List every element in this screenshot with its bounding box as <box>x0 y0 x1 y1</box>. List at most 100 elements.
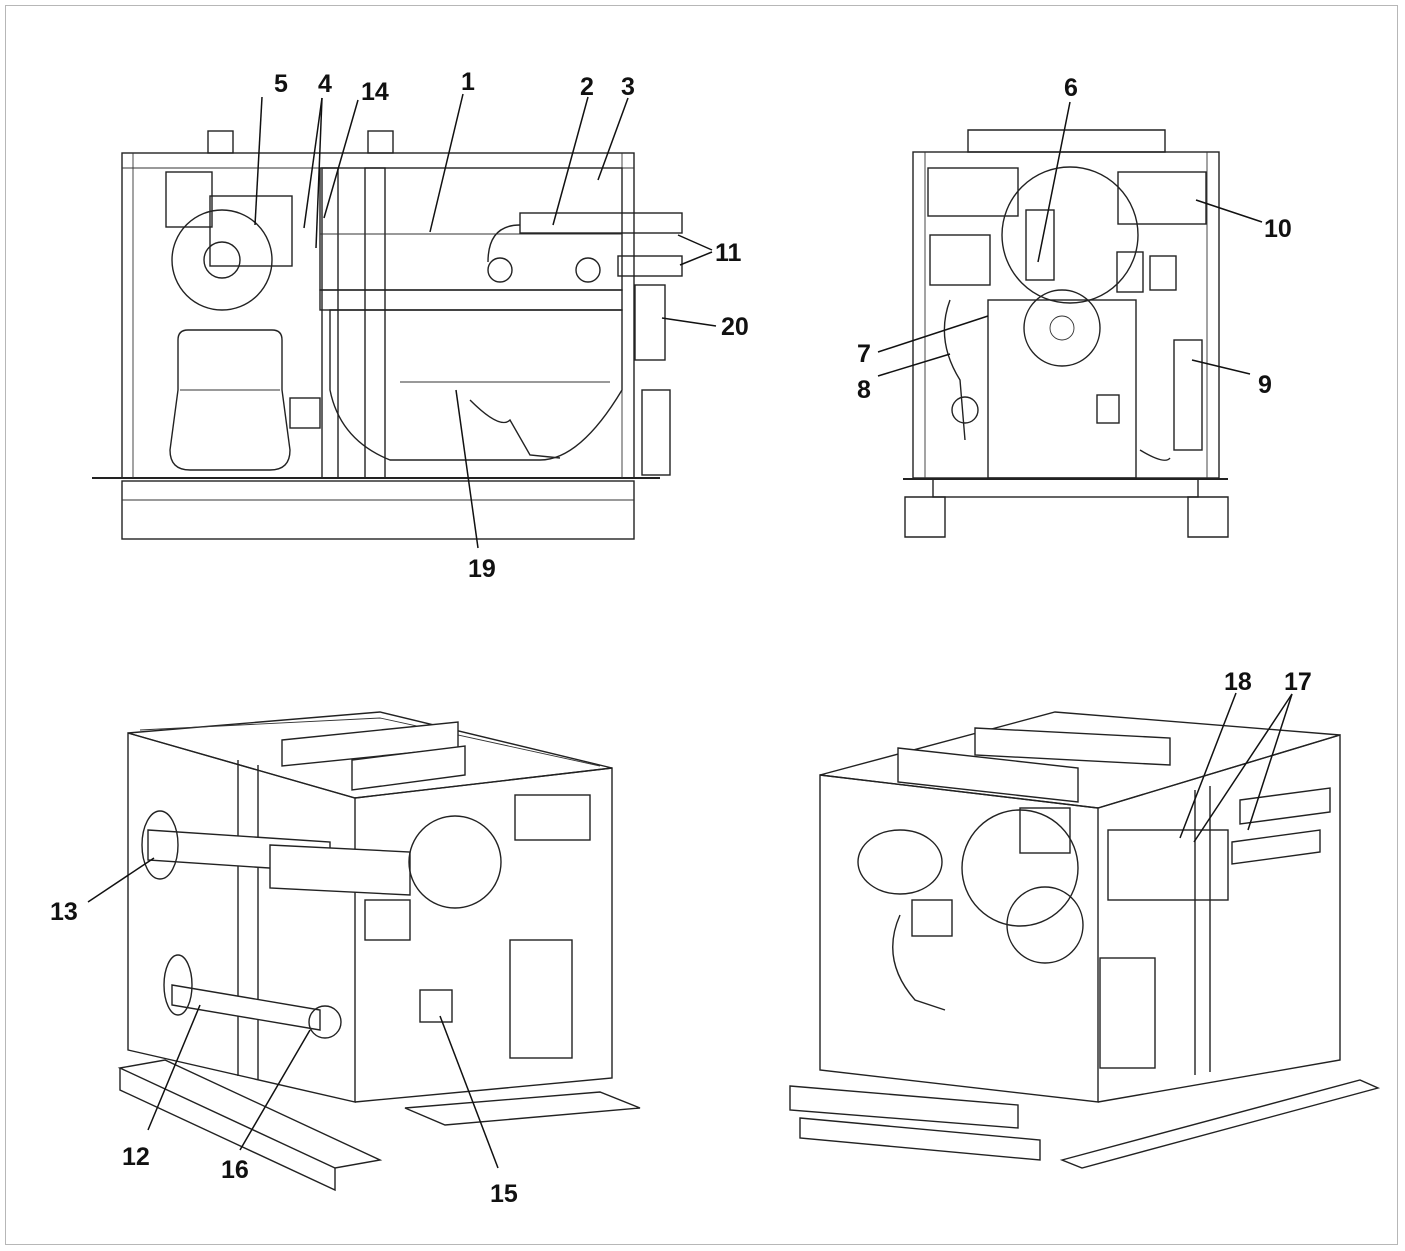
leader-11a <box>677 234 713 251</box>
leader-12 <box>147 1004 201 1131</box>
front-skid-left <box>904 496 946 538</box>
label-9: 9 <box>1258 371 1272 399</box>
side-frame <box>121 152 635 479</box>
label-4: 4 <box>318 70 332 98</box>
iso-right-pipe-a <box>1231 829 1321 865</box>
iso-left-top-box-b <box>351 745 466 791</box>
front-pipe-fitting <box>1149 255 1177 291</box>
front-fan <box>1023 289 1101 367</box>
iso-right-pipe-b <box>1239 787 1331 825</box>
front-lower-body <box>987 299 1137 479</box>
leader-8 <box>877 353 951 377</box>
iso-right-fan <box>1006 886 1084 964</box>
side-burner-body <box>209 195 293 267</box>
iso-right-view: 18 17 <box>789 668 1381 1169</box>
front-frame <box>912 151 1220 479</box>
iso-left-valve <box>308 1005 342 1039</box>
label-3: 3 <box>621 73 635 101</box>
label-14: 14 <box>361 78 389 106</box>
front-control-box <box>1117 171 1207 225</box>
leader-9 <box>1191 359 1251 375</box>
label-10: 10 <box>1264 215 1292 243</box>
leader-17b <box>1247 693 1293 831</box>
front-air-intake <box>929 234 991 286</box>
side-burner-fan-hub <box>203 241 241 279</box>
label-18: 18 <box>1224 668 1252 696</box>
iso-left-skid-a <box>117 1059 383 1169</box>
side-gas-valve-box <box>165 171 213 228</box>
iso-left-skid-a-side <box>119 1068 336 1192</box>
label-7: 7 <box>857 340 871 368</box>
leader-3 <box>597 97 629 181</box>
iso-right-skid-a-low <box>799 1117 1041 1161</box>
iso-right-skid-b <box>1059 1079 1381 1169</box>
side-burner-fan-housing <box>171 209 273 311</box>
iso-right-exchanger <box>1107 829 1229 901</box>
label-6: 6 <box>1064 74 1078 102</box>
label-17: 17 <box>1284 668 1312 696</box>
iso-right-hose <box>892 914 946 1011</box>
side-connector <box>289 397 321 429</box>
side-pipe-elbow-a <box>487 224 521 263</box>
label-15: 15 <box>490 1180 518 1208</box>
side-air-silencer <box>169 329 291 471</box>
label-19: 19 <box>468 555 496 583</box>
iso-right-skid-a <box>789 1085 1019 1129</box>
leader-13 <box>87 857 155 903</box>
iso-left-pipe-b <box>269 844 411 896</box>
leader-19 <box>455 389 479 549</box>
iso-left-skid-b <box>404 1091 641 1126</box>
label-20: 20 <box>721 313 749 341</box>
iso-left-side-face <box>354 767 613 1103</box>
leader-10 <box>1195 199 1263 223</box>
iso-right-side-face <box>1097 734 1341 1103</box>
side-condensate-pipe <box>469 399 561 459</box>
iso-right-top-box-b <box>974 727 1171 766</box>
leader-4a <box>303 97 323 229</box>
side-lower-tank <box>329 309 623 461</box>
front-gas-valve <box>1025 209 1055 281</box>
iso-right-control-box <box>1019 807 1071 854</box>
front-sensor-box <box>1096 394 1120 424</box>
figure-frame <box>5 5 1398 1245</box>
front-top-cover <box>967 129 1166 153</box>
leader-6 <box>1037 101 1071 263</box>
side-outlet-pipe-upper <box>519 212 683 234</box>
iso-left-burner <box>408 815 502 909</box>
leader-2 <box>552 96 589 226</box>
label-11: 11 <box>715 239 742 267</box>
leader-15 <box>439 1015 499 1169</box>
leader-1 <box>429 93 464 233</box>
iso-right-top-box-a <box>897 747 1079 803</box>
leader-14 <box>323 99 359 219</box>
side-skid <box>121 480 635 540</box>
label-5: 5 <box>274 70 288 98</box>
side-control-box <box>634 284 666 361</box>
iso-left-control-box <box>514 794 591 841</box>
iso-right-air-intake <box>857 829 943 895</box>
side-pipe-joint-b <box>575 257 601 283</box>
iso-left-silencer <box>509 939 573 1059</box>
side-outlet-pipe-lower <box>617 255 683 277</box>
iso-left-lower-flange <box>163 954 193 1016</box>
front-flange <box>1116 251 1144 293</box>
front-drain <box>1139 449 1171 461</box>
leader-4b <box>315 97 323 249</box>
side-pump-assembly <box>641 389 671 476</box>
side-flue-stub-right <box>367 130 394 154</box>
side-flue-stub-left <box>207 130 234 154</box>
front-hose-fitting <box>951 396 979 424</box>
iso-right-front-face <box>819 774 1099 1103</box>
leader-18 <box>1179 692 1237 839</box>
front-base-plate <box>932 478 1199 498</box>
label-12: 12 <box>122 1143 150 1171</box>
side-view: 5 4 14 1 2 3 11 20 19 <box>92 68 749 583</box>
leader-5 <box>254 96 263 226</box>
front-view: 6 10 7 8 9 <box>857 74 1292 538</box>
front-fan-hub <box>1049 315 1075 341</box>
front-burner-disk <box>1001 166 1139 304</box>
side-pipe-joint-a <box>487 257 513 283</box>
iso-left-flue-flange <box>141 810 179 880</box>
front-pump <box>1173 339 1203 451</box>
